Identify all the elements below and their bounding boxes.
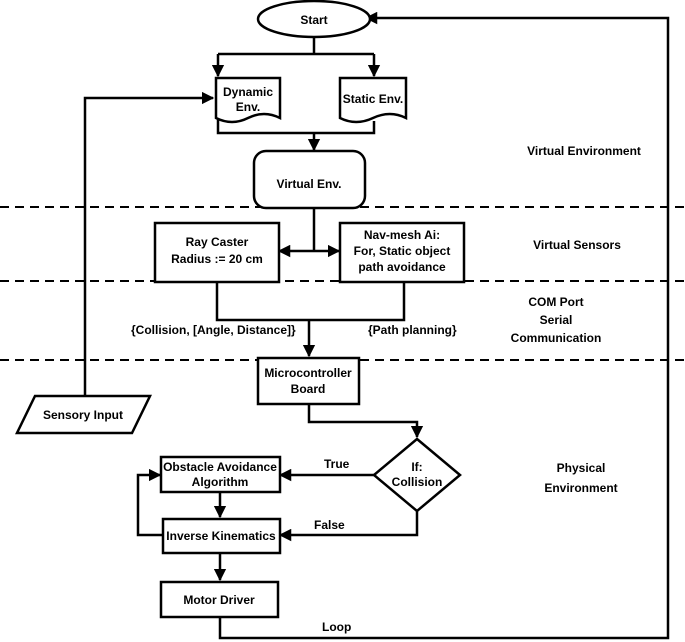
start-node (256, 0, 372, 39)
edge-micro-to-if (307, 404, 424, 439)
edge-ik-back-to-oa (136, 468, 163, 537)
static-env-label: Static Env. (343, 92, 403, 106)
start-label: Start (300, 13, 327, 27)
microcontroller-label-2: Board (291, 382, 326, 396)
microcontroller-node (256, 356, 361, 406)
obstacle-avoidance-node (159, 455, 282, 494)
section-virtual-environment: Virtual Environment (527, 144, 641, 158)
inverse-kinematics-label: Inverse Kinematics (166, 529, 276, 543)
inverse-kinematics-node (161, 517, 282, 555)
motor-driver-label: Motor Driver (183, 593, 255, 607)
section-com-port-3: Communication (511, 331, 602, 345)
dynamic-env-label-1: Dynamic (223, 85, 273, 99)
loop-label: Loop (322, 620, 351, 634)
motor-driver-node (159, 580, 280, 619)
if-collision-label-1: If: (411, 460, 422, 474)
virtual-env-label: Virtual Env. (277, 177, 342, 191)
ray-caster-node (153, 221, 281, 284)
navmesh-node (338, 221, 466, 284)
virtual-env-node (252, 149, 367, 210)
microcontroller-label-1: Microcontroller (264, 366, 352, 380)
edge-if-false (278, 511, 419, 542)
edge-split-to-dynamic (218, 52, 374, 76)
sensory-input-node (15, 394, 152, 435)
section-physical-2: Environment (544, 481, 617, 495)
path-planning-label: {Path planning} (368, 323, 457, 337)
ray-caster-label-2: Radius := 20 cm (171, 252, 263, 266)
section-com-port-1: COM Port (528, 295, 583, 309)
obstacle-avoidance-label-1: Obstacle Avoidance (163, 460, 277, 474)
edge-sensory-to-dynamic (83, 91, 215, 395)
section-physical-1: Physical (557, 461, 606, 475)
true-label: True (324, 457, 350, 471)
ray-caster-label-1: Ray Caster (186, 235, 249, 249)
dynamic-env-label-2: Env. (236, 100, 260, 114)
static-env-node (338, 76, 408, 124)
navmesh-label-3: path avoidance (358, 260, 446, 274)
dynamic-env-node (214, 76, 282, 124)
if-collision-node (372, 437, 462, 513)
section-virtual-sensors: Virtual Sensors (533, 238, 621, 252)
edge-ray-caster-down (215, 282, 406, 322)
edge-dynamic-merge (216, 118, 376, 135)
false-label: False (314, 518, 345, 532)
obstacle-avoidance-label-2: Algorithm (192, 475, 249, 489)
section-com-port-2: Serial (540, 313, 573, 327)
if-collision-label-2: Collision (392, 475, 443, 489)
navmesh-label-2: For, Static object (354, 244, 451, 258)
navmesh-label-1: Nav-mesh Ai: (364, 228, 440, 242)
collision-data-label: {Collision, [Angle, Distance]} (131, 323, 296, 337)
sensory-input-label: Sensory Input (43, 408, 123, 422)
edge-loop (218, 11, 670, 640)
